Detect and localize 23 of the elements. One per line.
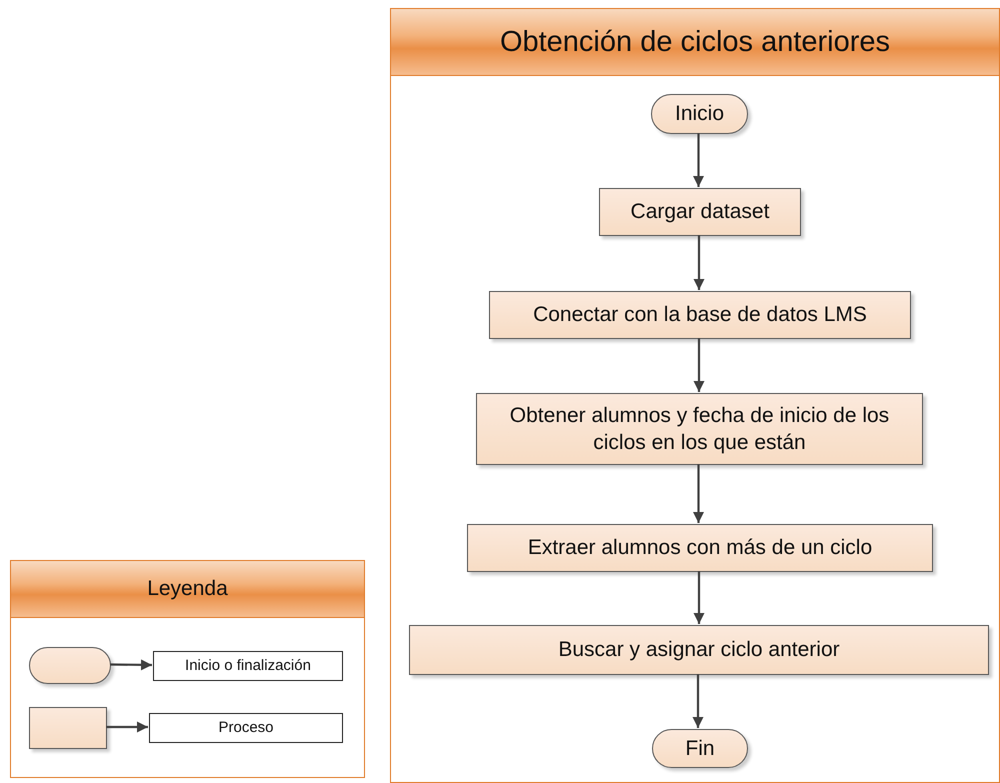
swimlane (390, 8, 1000, 783)
arrow (110, 659, 152, 670)
legend-label: Proceso (149, 713, 343, 743)
process-box: Cargar dataset (599, 188, 801, 236)
process-box: Extraer alumnos con más de un ciclo (467, 524, 933, 572)
arrow (694, 571, 704, 624)
terminal-symbol (29, 647, 111, 684)
arrow (693, 464, 704, 523)
arrow (692, 674, 704, 728)
terminal-shape: Inicio (651, 94, 748, 134)
legend-title: Leyenda (11, 561, 364, 618)
terminal-shape: Fin (652, 729, 748, 768)
process-box: Buscar y asignar ciclo anterior (409, 625, 989, 675)
lane-title: Obtención de ciclos anteriores (391, 9, 999, 76)
legend-label: Inicio o finalización (153, 651, 343, 681)
process-box: Obtener alumnos y fecha de inicio de los ciclos en los que están (476, 393, 923, 465)
process-box: Conectar con la base de datos LMS (489, 291, 911, 339)
legend-panel (10, 560, 365, 778)
arrow (693, 133, 704, 187)
process-symbol (29, 707, 107, 749)
arrow (694, 338, 704, 392)
arrow (106, 722, 148, 732)
arrow (694, 235, 704, 290)
